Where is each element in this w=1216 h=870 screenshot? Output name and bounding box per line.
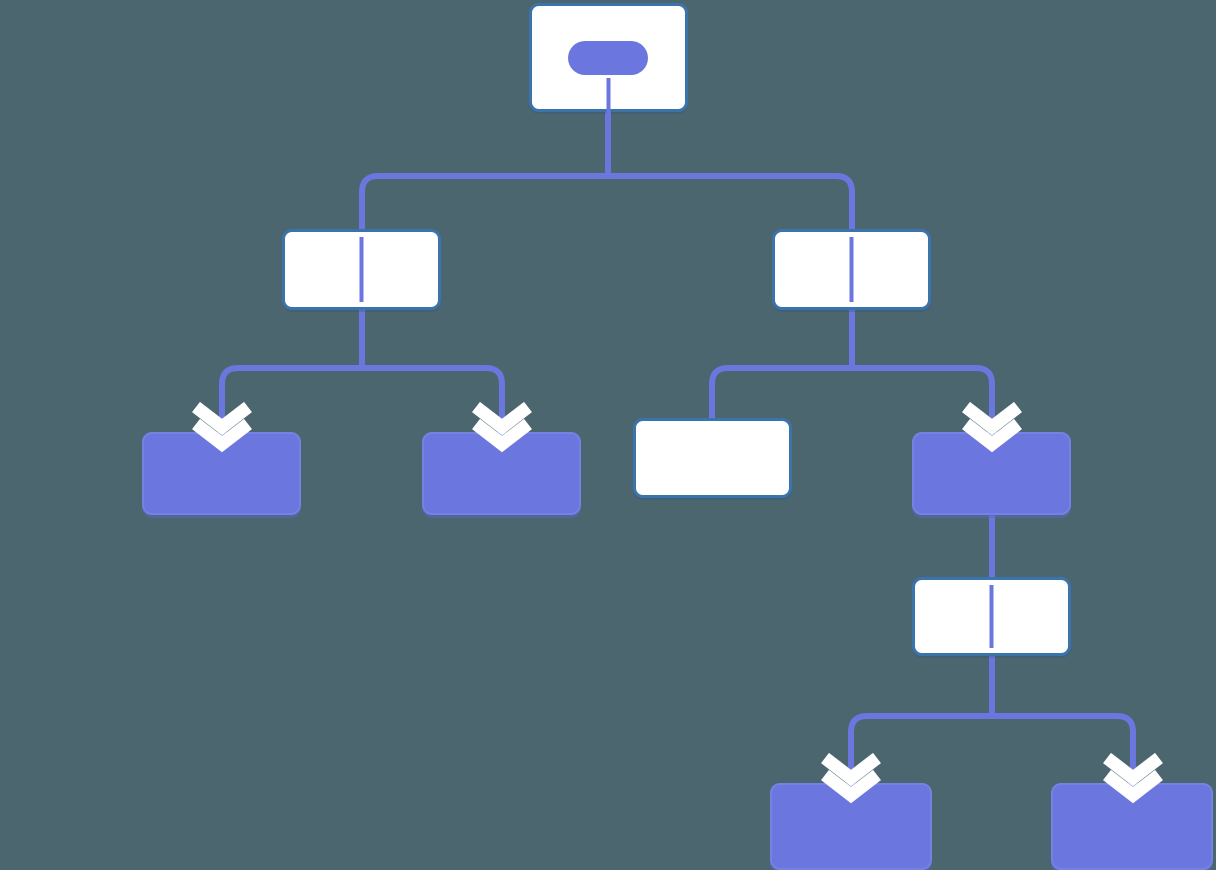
connector-e-bus-l2r (608, 173, 855, 229)
connector-e-bus3-l3c (709, 365, 852, 418)
connector-e-bus4-l5l (848, 713, 992, 791)
node-l5-left[interactable] (770, 783, 932, 870)
connector-e-bus3-l3d (852, 365, 995, 440)
node-l5-right[interactable] (1051, 783, 1213, 870)
node-root-pill (568, 41, 648, 75)
node-l3-c[interactable] (633, 418, 792, 498)
node-l3-b[interactable] (422, 432, 581, 515)
node-l3-d[interactable] (912, 432, 1071, 515)
connector-e-bus2-l3a (219, 365, 362, 440)
node-l3-a[interactable] (142, 432, 301, 515)
node-l2-left[interactable] (282, 229, 441, 310)
connector-e-bus-l2l (359, 173, 608, 229)
connector-e-bus4-l5r (992, 713, 1136, 791)
node-l2-right[interactable] (772, 229, 931, 310)
node-l4[interactable] (912, 577, 1071, 656)
connector-e-bus2-l3b (362, 365, 505, 440)
